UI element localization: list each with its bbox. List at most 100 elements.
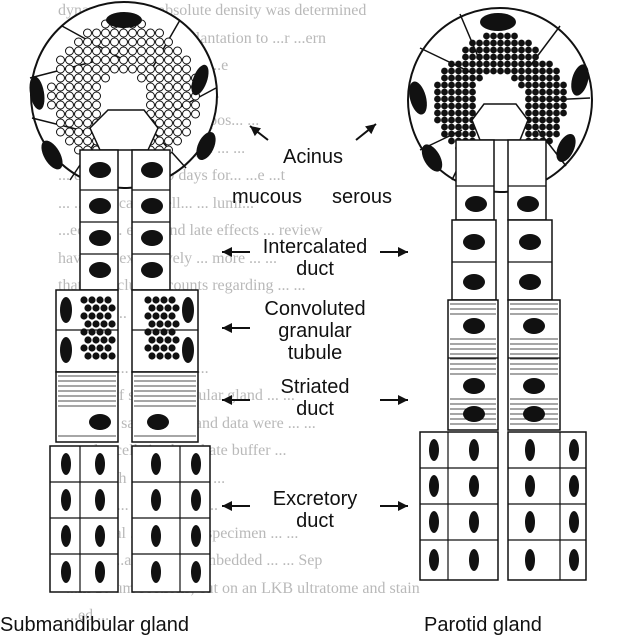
nucleus [61, 525, 71, 547]
nucleus [469, 549, 479, 571]
zymogen-granule [469, 54, 476, 61]
zymogen-granule [539, 82, 546, 89]
zymogen-granule [539, 110, 546, 117]
label-intercalated-duct: Intercalated duct [250, 236, 380, 280]
mucous-droplet [156, 74, 164, 82]
mucous-droplet [93, 65, 101, 73]
zymogen-granule [525, 61, 532, 68]
zymogen-granule [511, 47, 518, 54]
zymogen-granule [441, 89, 448, 96]
arrow-cgt-left-head [222, 323, 232, 333]
zymogen-granule [483, 33, 490, 40]
zymogen-granule [455, 117, 462, 124]
nucleus [469, 511, 479, 533]
zymogen-granule [448, 68, 455, 75]
nucleus [89, 198, 111, 214]
mucous-droplet [66, 137, 74, 145]
zymogen-granule [539, 103, 546, 110]
zymogen-granule [434, 89, 441, 96]
mucous-droplet [66, 119, 74, 127]
label-convoluted-granular-tubule: Convoluted granular tubule [250, 298, 380, 364]
zymogen-granule [462, 47, 469, 54]
secretory-granule [164, 304, 171, 311]
nucleus [95, 561, 105, 583]
zymogen-granule [441, 117, 448, 124]
zymogen-granule [504, 47, 511, 54]
secretory-granule [100, 352, 107, 359]
zymogen-granule [497, 54, 504, 61]
zymogen-granule [525, 68, 532, 75]
zymogen-granule [455, 75, 462, 82]
zymogen-granule [469, 75, 476, 82]
secretory-granule [80, 328, 87, 335]
zymogen-granule [462, 96, 469, 103]
nucleus [469, 475, 479, 497]
label-intercalated-line-2: duct [250, 258, 380, 280]
mucous-droplet [75, 110, 83, 118]
nucleus [429, 475, 439, 497]
nucleus [60, 297, 72, 323]
mucous-droplet [66, 128, 74, 136]
secretory-granule [160, 312, 167, 319]
mucous-droplet [66, 101, 74, 109]
zymogen-granule [518, 75, 525, 82]
mucous-droplet [48, 92, 56, 100]
nucleus [95, 489, 105, 511]
nucleus [525, 511, 535, 533]
mucous-droplet [57, 119, 65, 127]
mucous-droplet [102, 47, 110, 55]
nucleus [95, 453, 105, 475]
zymogen-granule [560, 89, 567, 96]
label-striated-line-1: Striated [250, 376, 380, 398]
mucous-droplet [102, 56, 110, 64]
secretory-granule [104, 344, 111, 351]
label-excretory-line-2: duct [250, 510, 380, 532]
mucous-droplet [57, 83, 65, 91]
zymogen-granule [476, 75, 483, 82]
nucleus [141, 162, 163, 178]
nucleus [569, 439, 579, 461]
zymogen-granule [546, 117, 553, 124]
mucous-droplet [147, 65, 155, 73]
zymogen-granule [448, 117, 455, 124]
zymogen-granule [511, 75, 518, 82]
mucous-droplet [174, 56, 182, 64]
zymogen-granule [476, 61, 483, 68]
mucous-droplet [147, 56, 155, 64]
mucous-droplet [66, 110, 74, 118]
mucous-droplet [120, 56, 128, 64]
zymogen-granule [497, 33, 504, 40]
label-excretory-line-1: Excretory [250, 488, 380, 510]
nucleus [89, 162, 111, 178]
zymogen-granule [532, 54, 539, 61]
zymogen-granule [539, 96, 546, 103]
caption-parotid-gland: Parotid gland [424, 614, 574, 636]
excretory-wall-left [50, 446, 118, 592]
secretory-granule [96, 344, 103, 351]
zymogen-granule [532, 103, 539, 110]
mucous-droplet [147, 29, 155, 37]
zymogen-granule [497, 40, 504, 47]
nucleus [519, 274, 541, 290]
mucous-droplet [147, 74, 155, 82]
mucous-droplet [93, 110, 101, 118]
arrow-acinus-left-head [250, 126, 261, 136]
mucous-droplet [156, 29, 164, 37]
mucous-droplet [129, 65, 137, 73]
nucleus [525, 439, 535, 461]
zymogen-granule [497, 61, 504, 68]
nucleus [106, 12, 142, 28]
mucous-droplet [84, 29, 92, 37]
mucous-droplet [75, 56, 83, 64]
secretory-granule [156, 320, 163, 327]
mucous-droplet [165, 38, 173, 46]
zymogen-granule [476, 40, 483, 47]
mucous-droplet [174, 83, 182, 91]
zymogen-granule [448, 131, 455, 138]
nucleus [465, 196, 487, 212]
zymogen-granule [476, 54, 483, 61]
mucous-droplet [84, 119, 92, 127]
secretory-granule [92, 304, 99, 311]
zymogen-granule [469, 61, 476, 68]
secretory-granule [168, 296, 175, 303]
